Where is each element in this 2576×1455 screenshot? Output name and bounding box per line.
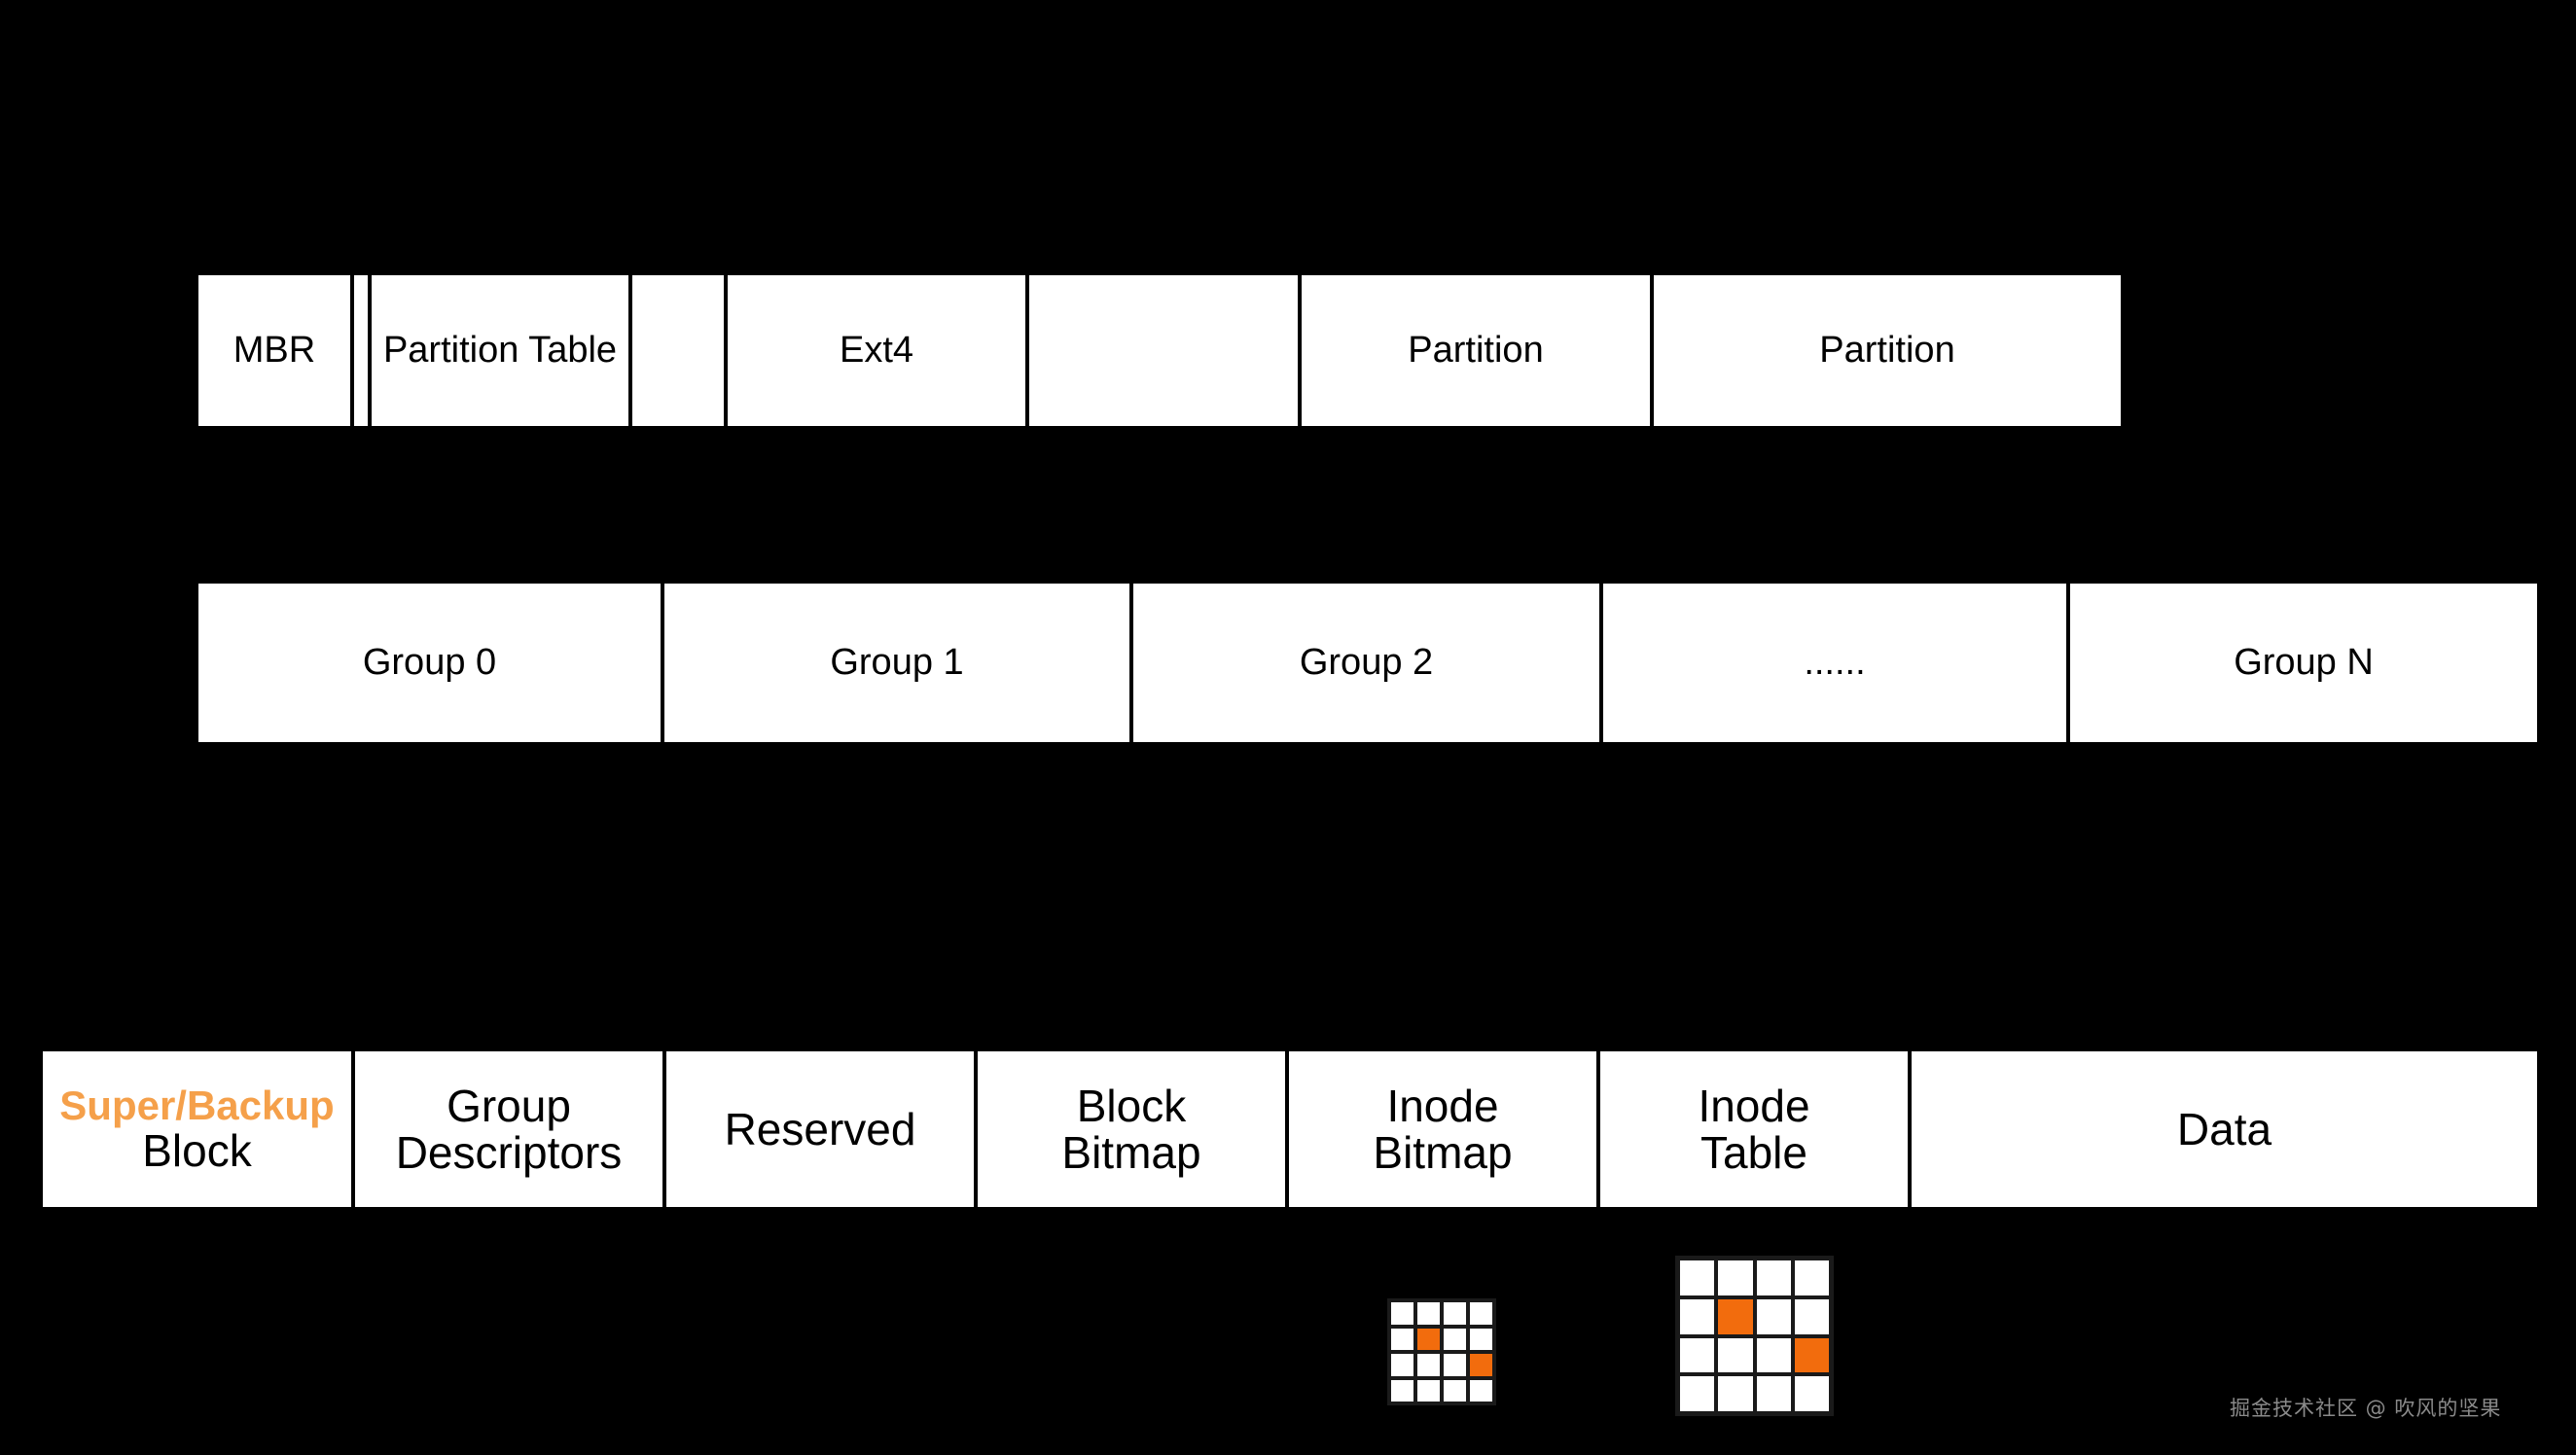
group-detail-cell-label-2: Descriptors: [395, 1127, 623, 1178]
disk-layout-cell-label: MBR: [233, 329, 316, 371]
block-bitmap-grid-cell-1-2: [1442, 1326, 1468, 1352]
block-bitmap-grid: [1387, 1298, 1496, 1405]
inode-bitmap-grid-cell-2-2: [1754, 1335, 1793, 1375]
inode-bitmap-grid-cell-0-2: [1754, 1259, 1793, 1297]
block-group-cell-label: Group N: [2234, 641, 2374, 683]
inode-bitmap-grid-cell-1-0: [1678, 1296, 1717, 1336]
block-group-strip: Group 0 Group 1 Group 2...... Group N: [198, 584, 2537, 742]
block-bitmap-grid-cell-2-3: [1468, 1352, 1494, 1378]
inode-bitmap-grid-cell-1-3: [1792, 1296, 1831, 1336]
block-bitmap-grid-cell-0-0: [1389, 1300, 1415, 1327]
block-group-cell-0: Group 0: [198, 584, 664, 742]
group-detail-accent-label: Super/Backup: [59, 1082, 335, 1128]
block-group-cell-1: Group 1: [664, 584, 1133, 742]
disk-layout-cell-label: Ext4: [839, 329, 914, 371]
block-group-cell-label: Group 2: [1299, 641, 1434, 683]
group-detail-cell-label: Data: [2176, 1103, 2272, 1154]
group-detail-cell-label-2: Table: [1700, 1127, 1807, 1178]
disk-layout-strip: MBR Partition Table Ext4 Partition Partition: [198, 275, 2218, 426]
disk-layout-cell-0: MBR: [198, 275, 354, 426]
group-detail-cell-6: Data: [1912, 1051, 2537, 1207]
disk-layout-cell-3: [632, 275, 728, 426]
inode-bitmap-grid-cell-3-3: [1792, 1374, 1831, 1413]
watermark: 掘金技术社区 @ 吹风的坚果: [2230, 1397, 2502, 1420]
block-group-cell-label: Group 1: [830, 641, 964, 683]
disk-layout-cell-5: [1029, 275, 1302, 426]
block-bitmap-grid-cell-1-1: [1415, 1326, 1442, 1352]
group-detail-cell-label: Block: [1076, 1080, 1187, 1131]
group-detail-cell-label: Inode: [1698, 1080, 1810, 1131]
block-group-cell-4: Group N: [2070, 584, 2537, 742]
disk-layout-cell-4: Ext4: [728, 275, 1029, 426]
block-group-cell-label: ......: [1804, 641, 1866, 683]
inode-bitmap-grid: [1675, 1256, 1834, 1416]
block-bitmap-grid-cell-1-0: [1389, 1326, 1415, 1352]
inode-bitmap-grid-cell-2-3: [1792, 1335, 1831, 1375]
disk-layout-cell-label: Partition: [1408, 329, 1544, 371]
block-bitmap-grid-cell-1-3: [1468, 1326, 1494, 1352]
block-bitmap-grid-cell-3-1: [1415, 1377, 1442, 1403]
inode-bitmap-grid-cell-2-0: [1678, 1335, 1717, 1375]
block-group-cell-3: ......: [1603, 584, 2070, 742]
block-bitmap-grid-cell-2-2: [1442, 1352, 1468, 1378]
group-detail-cell-label: Group: [447, 1080, 571, 1131]
block-bitmap-grid-cell-3-3: [1468, 1377, 1494, 1403]
inode-bitmap-grid-cell-0-3: [1792, 1259, 1831, 1297]
disk-layout-cell-2: Partition Table: [372, 275, 632, 426]
inode-bitmap-grid-cell-0-0: [1678, 1259, 1717, 1297]
disk-layout-cell-6: Partition: [1302, 275, 1654, 426]
block-group-cell-2: Group 2: [1133, 584, 1603, 742]
disk-layout-cell-7: Partition: [1654, 275, 2121, 426]
inode-bitmap-grid-cell-1-1: [1716, 1296, 1755, 1336]
disk-layout-cell-label: Partition Table: [382, 329, 618, 371]
inode-bitmap-grid-cell-3-0: [1678, 1374, 1717, 1413]
block-bitmap-grid-cell-2-0: [1389, 1352, 1415, 1378]
group-detail-cell-label-2: Bitmap: [1061, 1127, 1201, 1178]
inode-bitmap-grid-cell-2-1: [1716, 1335, 1755, 1375]
block-bitmap-grid-cell-3-0: [1389, 1377, 1415, 1403]
block-bitmap-grid-cell-2-1: [1415, 1352, 1442, 1378]
block-bitmap-grid-cell-3-2: [1442, 1377, 1468, 1403]
inode-bitmap-grid-cell-0-1: [1716, 1259, 1755, 1297]
group-detail-cell-label: Inode: [1386, 1080, 1499, 1131]
inode-bitmap-grid-cell-1-2: [1754, 1296, 1793, 1336]
group-detail-cell-label: Block: [142, 1124, 252, 1176]
block-bitmap-grid-cell-0-3: [1468, 1300, 1494, 1327]
disk-layout-cell-label: Partition: [1819, 329, 1955, 371]
group-detail-cell-2: Reserved: [666, 1051, 978, 1207]
block-bitmap-grid-cell-0-2: [1442, 1300, 1468, 1327]
group-detail-cell-label-2: Bitmap: [1373, 1127, 1513, 1178]
disk-layout-cell-1: [354, 275, 372, 426]
block-bitmap-grid-cell-0-1: [1415, 1300, 1442, 1327]
inode-bitmap-grid-cell-3-1: [1716, 1374, 1755, 1413]
group-detail-cell-label: Reserved: [724, 1103, 916, 1154]
block-group-cell-label: Group 0: [362, 641, 497, 683]
inode-bitmap-grid-cell-3-2: [1754, 1374, 1793, 1413]
